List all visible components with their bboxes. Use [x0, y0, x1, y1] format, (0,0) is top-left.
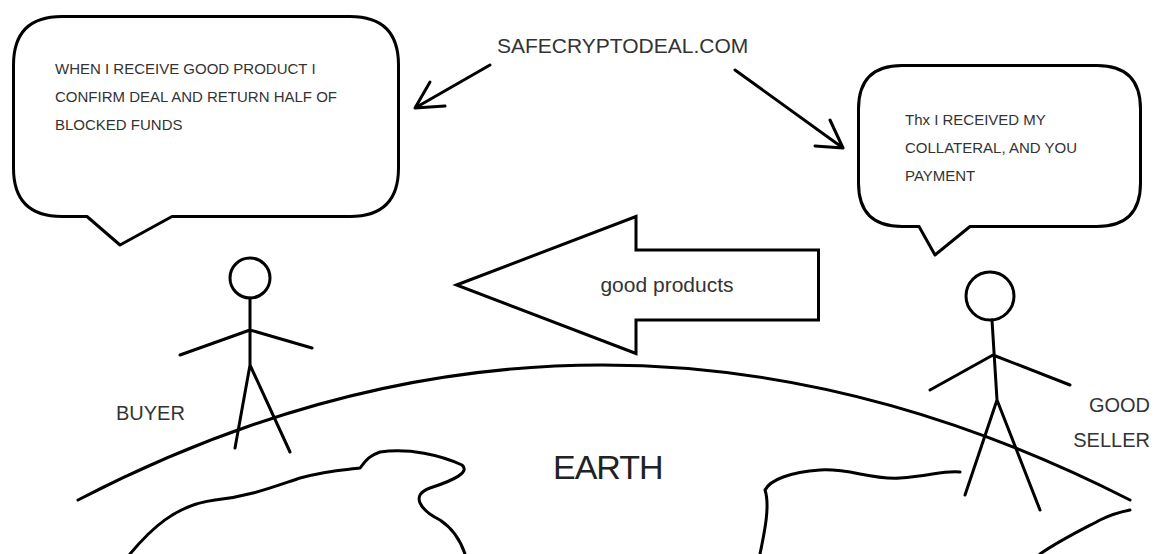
- seller-figure: [930, 272, 1070, 510]
- continent-right-far: [1040, 510, 1130, 554]
- person-label: BUYER: [116, 402, 185, 425]
- bubble-text: Thx I RECEIVED MY COLLATERAL, AND YOU PA…: [905, 106, 1095, 190]
- buyer-figure: [180, 258, 312, 452]
- bubble-outline: [857, 64, 1142, 268]
- bubble-border: [859, 66, 1141, 256]
- earth-horizon: [78, 365, 1130, 500]
- continent-right: [760, 470, 960, 554]
- arrow-shape: good products: [455, 215, 820, 355]
- speech-bubble: Thx I RECEIVED MY COLLATERAL, AND YOU PA…: [857, 64, 1142, 228]
- bubble-outline: [12, 15, 400, 258]
- arrow-border: [457, 217, 819, 354]
- continent-left: [130, 451, 465, 554]
- bubble-text: WHEN I RECEIVE GOOD PRODUCT I CONFIRM DE…: [55, 55, 355, 139]
- planet-label: EARTH: [553, 448, 663, 487]
- speech-bubble: WHEN I RECEIVE GOOD PRODUCT I CONFIRM DE…: [12, 15, 400, 218]
- pointer-arrows: [415, 65, 843, 148]
- site-title: SAFECRYPTODEAL.COM: [497, 34, 748, 58]
- arrow-label: good products: [600, 273, 733, 297]
- bubble-border: [14, 17, 399, 246]
- person-label: GOOD SELLER: [1060, 388, 1150, 458]
